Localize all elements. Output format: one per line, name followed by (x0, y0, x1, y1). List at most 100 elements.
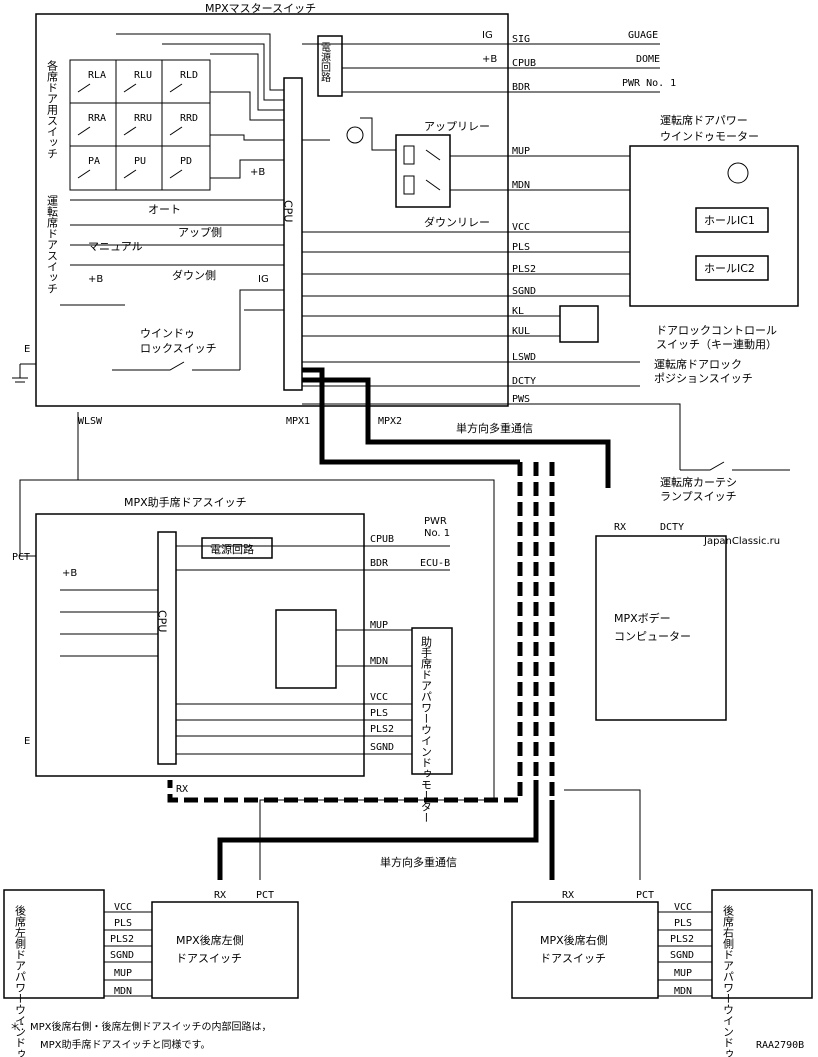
rear-left-motor-label: 後席左側ドアパワーウインドゥモーター (14, 904, 27, 1057)
sw-rrd: RRD (180, 113, 198, 124)
motor-icon (727, 162, 749, 184)
term-mdn: MDN (512, 180, 530, 191)
sw-rld: RLD (180, 70, 198, 81)
passenger-ecub: ECU-B (420, 558, 450, 569)
term-dcty: DCTY (512, 376, 536, 387)
master-plus-b: +B (250, 167, 265, 178)
rear-right-rx: RX (562, 890, 574, 901)
sw-pu: PU (134, 156, 146, 167)
term-pls2: PLS2 (512, 264, 536, 275)
footnote-1: ＊：MPX後席右側・後席左側ドアスイッチの内部回路は， (10, 1020, 272, 1033)
hall-ic2-box (695, 255, 769, 281)
rr-term-mdn: MDN (674, 986, 692, 997)
p-term-mup: MUP (370, 620, 388, 631)
p-term-cpub: CPUB (370, 534, 394, 545)
p-term-vcc: VCC (370, 692, 388, 703)
seat-switch-label: 各席ドア用スイッチ (46, 59, 59, 159)
passenger-cpu (157, 531, 177, 765)
passenger-power-circuit-label: 電源回路 (210, 542, 254, 556)
hall-ic1-box (695, 207, 769, 233)
term-bdr: BDR (512, 82, 531, 93)
driver-motor-title-2: ウインドゥモーター (660, 130, 759, 143)
passenger-terminals: CPUB BDR MUP MDN VCC PLS PLS2 SGND (370, 534, 394, 753)
mpx2-label: MPX2 (378, 416, 402, 427)
seat-switch-grid (69, 59, 211, 191)
svg-text:各席ドア用スイッチ: 各席ドア用スイッチ (46, 59, 59, 159)
p-term-pls: PLS (370, 708, 388, 719)
courtesy-label-1: 運転席カーテシ (660, 475, 737, 489)
rl-term-pls: PLS (114, 918, 132, 929)
switch-labels: RLA RLU RLD RRA RRU RRD PA PU PD (88, 70, 198, 167)
master-cpu (283, 77, 303, 391)
dome-label: DOME (636, 54, 660, 65)
passenger-relay-box (275, 609, 337, 689)
up-relay-label: アップリレー (424, 120, 490, 133)
master-relay-box (395, 134, 451, 208)
watermark: JapanClassic.ru (703, 536, 780, 547)
master-title: MPXマスタースイッチ (205, 2, 316, 15)
lock-pos-label-2: ポジションスイッチ (654, 372, 753, 385)
master-ground (12, 363, 36, 383)
rear-left-pct: PCT (256, 890, 274, 901)
rear-right-motor-label: 後席右側ドアパワーウインドゥモーター (722, 904, 735, 1057)
body-computer-rx: RX (614, 522, 626, 533)
rr-term-mup: MUP (674, 968, 692, 979)
p-term-sgnd: SGND (370, 742, 394, 753)
rear-right-pct: PCT (636, 890, 654, 901)
term-pls: PLS (512, 242, 530, 253)
master-terminals: SIG CPUB BDR MUP MDN VCC PLS PLS2 SGND K… (512, 34, 536, 405)
rear-left-rx: RX (214, 890, 226, 901)
svg-text:運転席ドアスイッチ: 運転席ドアスイッチ (46, 195, 59, 294)
passenger-plus-b: +B (62, 568, 77, 579)
term-sig: SIG (512, 34, 530, 45)
manual-label: マニュアル (88, 240, 143, 253)
p-term-pls2: PLS2 (370, 724, 394, 735)
sw-rra: RRA (88, 113, 106, 124)
comm-bottom-label: 単方向多重通信 (380, 855, 457, 869)
mpx1-label: MPX1 (286, 416, 310, 427)
passenger-cpu-label: CPU (156, 610, 169, 632)
p-term-bdr: BDR (370, 558, 389, 569)
courtesy-label-2: ランプスイッチ (660, 490, 737, 503)
rear-right-terminals: VCC PLS PLS2 SGND MUP MDN (670, 902, 694, 997)
wlsw-label: WLSW (78, 416, 103, 427)
term-vcc: VCC (512, 222, 530, 233)
sw-rla: RLA (88, 70, 106, 81)
master-cpu-label: CPU (282, 200, 295, 222)
term-pws: PWS (512, 394, 530, 405)
body-computer-box (595, 535, 727, 721)
body-computer-title-2: コンピューター (614, 630, 691, 643)
driver-motor-title-1: 運転席ドアパワー (660, 113, 748, 127)
down-side-label: ダウン側 (172, 268, 216, 282)
right-ig: IG (482, 30, 493, 41)
rl-term-mup: MUP (114, 968, 132, 979)
guage-label: GUAGE (628, 30, 658, 41)
door-lock-label-1: ドアロックコントロール (656, 324, 777, 337)
sw-rru: RRU (134, 113, 152, 124)
rr-term-sgnd: SGND (670, 950, 694, 961)
passenger-motor-box (411, 627, 453, 775)
rl-term-vcc: VCC (114, 902, 132, 913)
term-kul: KUL (512, 326, 530, 337)
auto-label: オート (148, 203, 181, 216)
body-computer-dcty: DCTY (660, 522, 684, 533)
term-kl: KL (512, 306, 524, 317)
master-e: E (24, 344, 30, 355)
courtesy-switch (680, 461, 790, 471)
down-relay-label: ダウンリレー (424, 215, 490, 229)
rl-term-mdn: MDN (114, 986, 132, 997)
master-power-circuit (317, 35, 343, 97)
rear-right-pct-wire (564, 789, 641, 880)
rear-left-motor-box (3, 889, 105, 999)
passenger-no1: No. 1 (424, 528, 450, 539)
term-lswd: LSWD (512, 352, 536, 363)
master-plus-b-2: +B (88, 274, 103, 285)
window-lock-switch (60, 289, 284, 371)
passenger-motor-label: 助手席ドアパワーウインドゥモーター (420, 635, 433, 823)
driver-switch-label: 運転席ドアスイッチ (46, 195, 59, 294)
pwr-no1-label: PWR No. 1 (622, 78, 676, 89)
term-mup: MUP (512, 146, 530, 157)
rear-left-terminals: VCC PLS PLS2 SGND MUP MDN (110, 902, 134, 997)
rr-term-pls2: PLS2 (670, 934, 694, 945)
rear-right-wires (658, 911, 712, 997)
